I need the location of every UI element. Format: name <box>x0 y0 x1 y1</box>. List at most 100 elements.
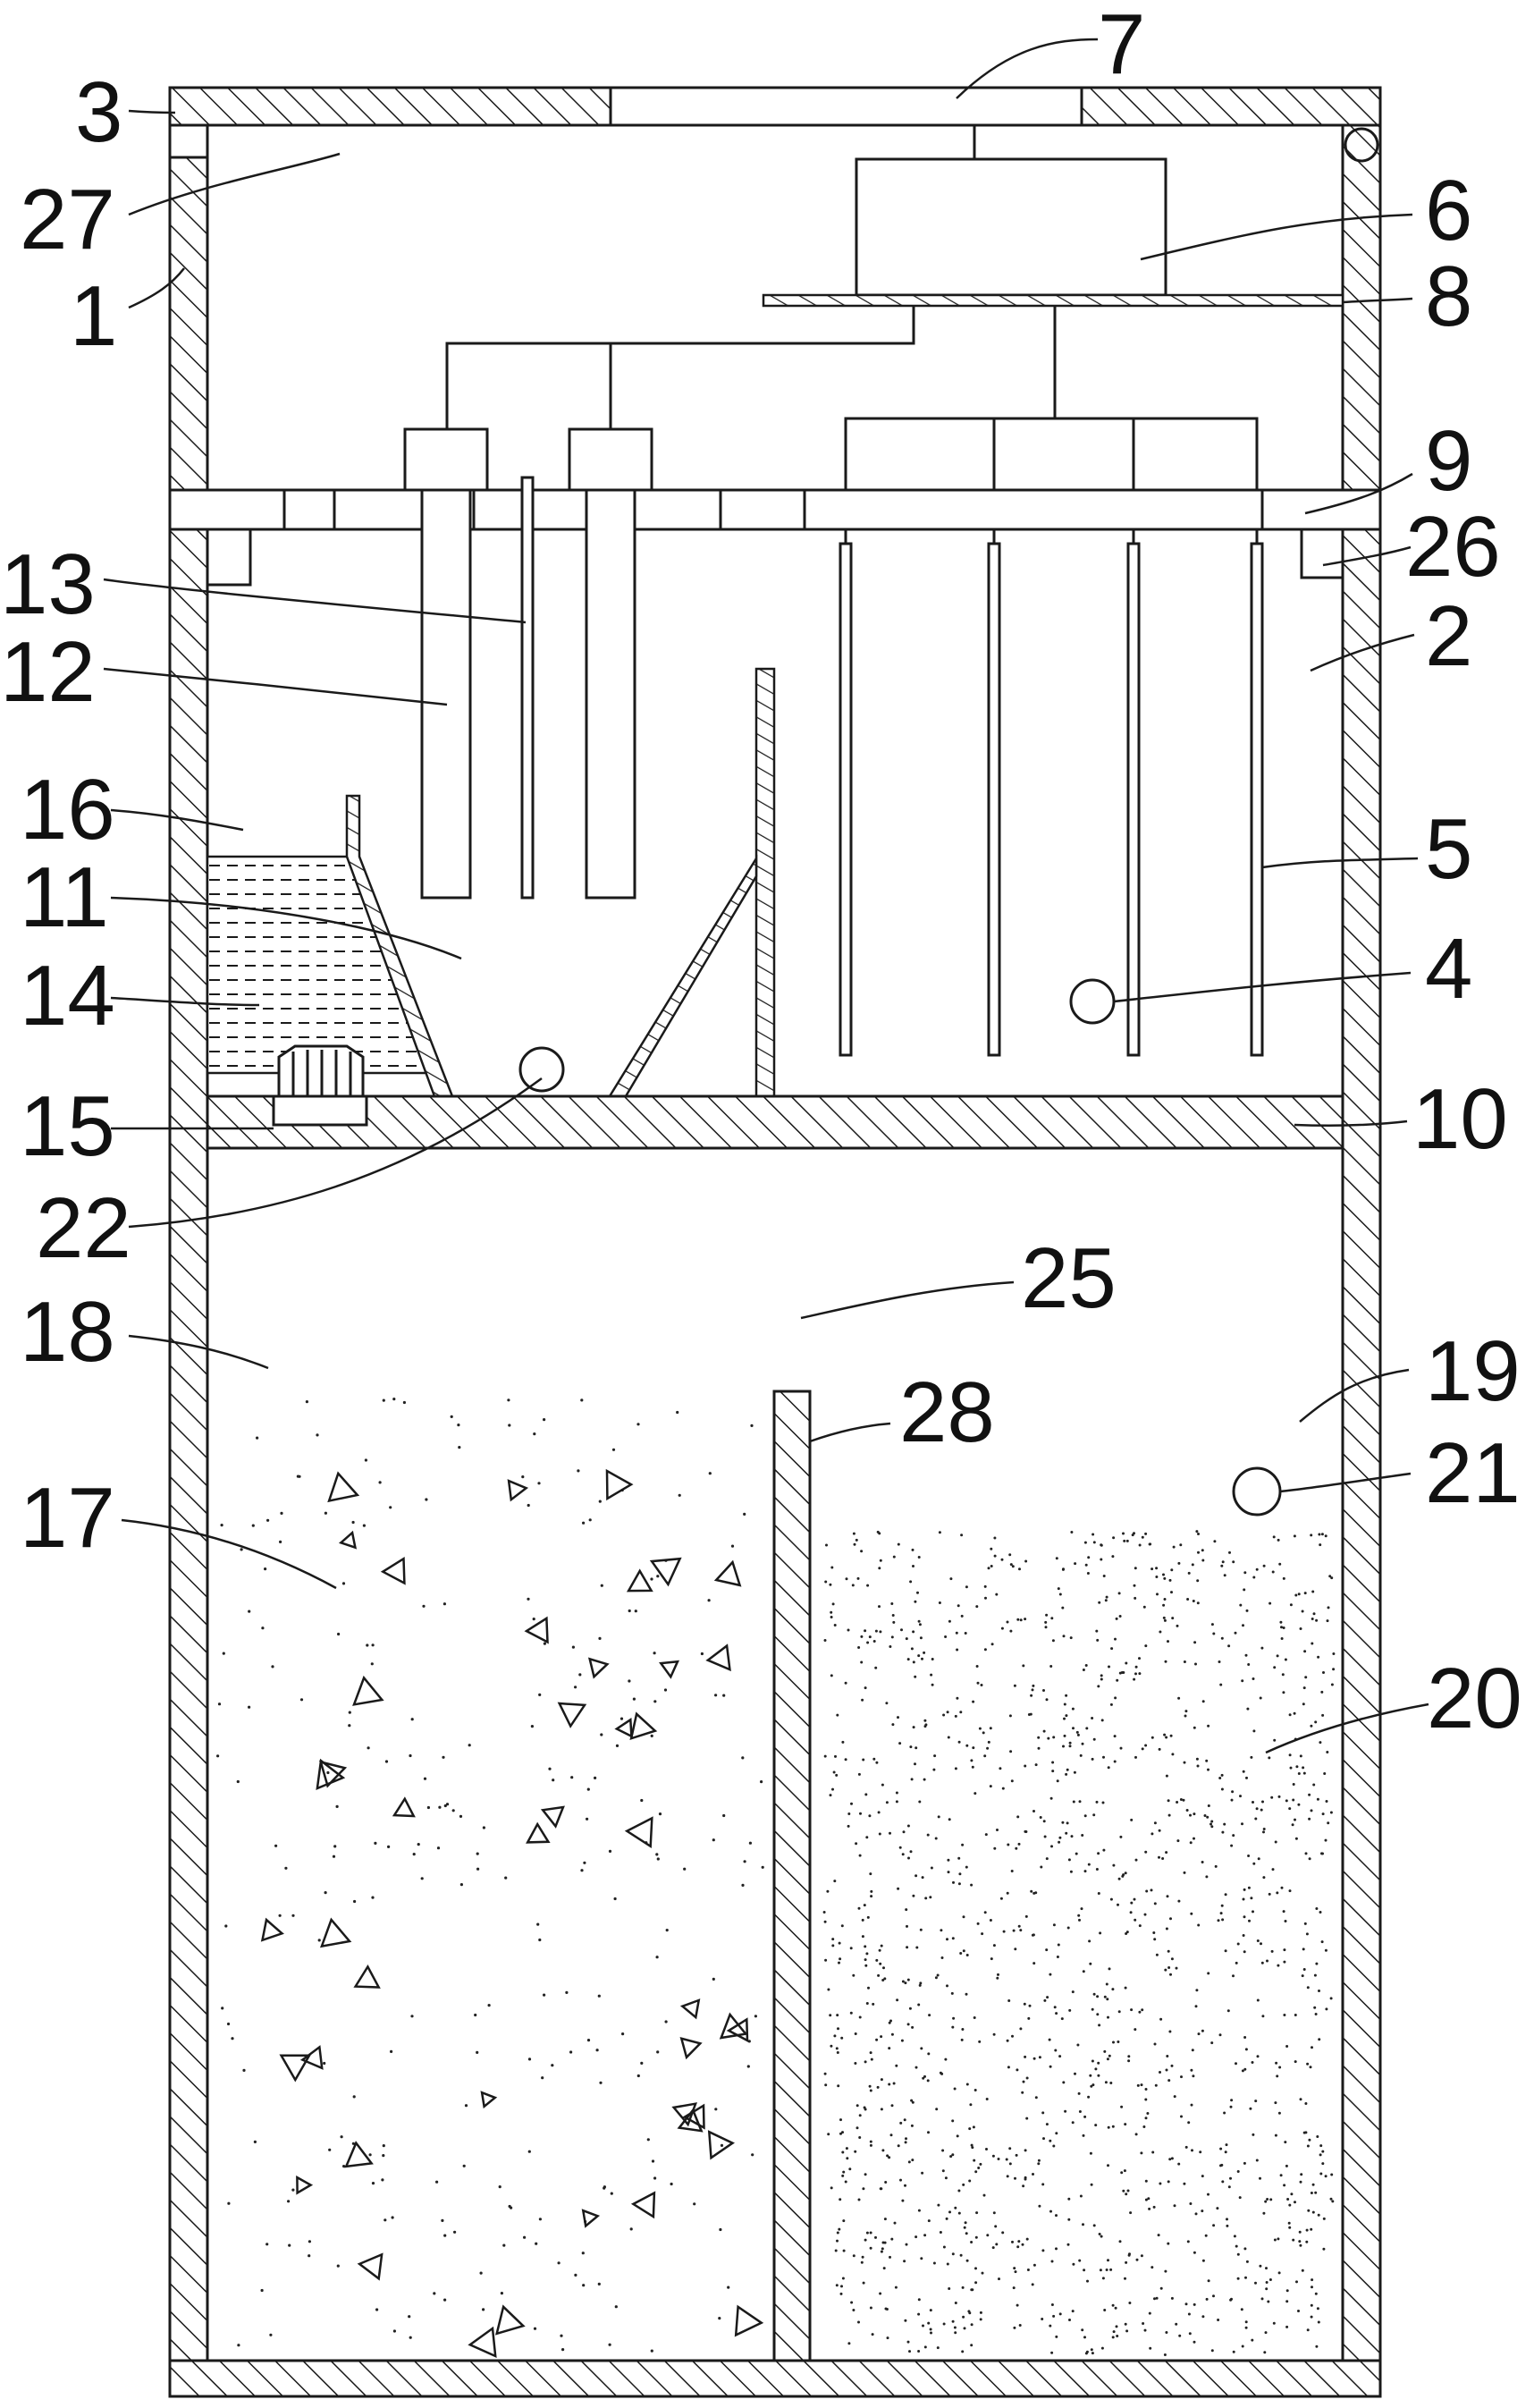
gravel-dot <box>708 1472 712 1475</box>
sand-grain <box>865 2002 869 2005</box>
sand-grain <box>1194 2005 1198 2008</box>
gravel-dot <box>336 2264 340 2268</box>
sand-grain <box>886 2154 889 2158</box>
sand-grain <box>1207 1724 1210 1728</box>
sand-grain <box>1112 1536 1116 1540</box>
sand-grain <box>1125 2329 1129 2333</box>
sand-grain <box>951 1937 955 1940</box>
sand-grain <box>1285 2300 1289 2303</box>
sand-grain <box>944 2176 948 2180</box>
sand-grain <box>1095 1800 1099 1804</box>
sand-grain <box>1041 2111 1045 2115</box>
label-25: 25 <box>1021 1230 1117 1326</box>
sand-grain <box>1247 1855 1251 1857</box>
sand-grain <box>856 2126 859 2130</box>
sand-grain <box>1302 1686 1306 1690</box>
sand-grain <box>1242 1624 1244 1627</box>
sand-grain <box>1118 1671 1122 1675</box>
sand-grain <box>1123 1539 1126 1542</box>
gravel-dot <box>317 1939 321 1942</box>
gravel-dot <box>410 2015 414 2018</box>
sand-grain <box>1291 1823 1294 1827</box>
sand-grain <box>857 1646 861 1649</box>
sand-grain <box>1042 1729 1046 1733</box>
gravel-dot <box>597 2282 601 2285</box>
gravel-stone <box>344 2141 374 2168</box>
sand-grain <box>881 1979 885 1981</box>
sand-grain <box>1166 2055 1169 2057</box>
sand-grain <box>1124 1871 1127 1875</box>
sand-grain <box>952 1880 955 1884</box>
sand-grain <box>1067 2197 1071 2201</box>
sand-grain <box>869 2246 872 2250</box>
sand-grain <box>946 1711 949 1714</box>
gravel-dot <box>390 2049 393 2053</box>
sand-grain <box>1116 2335 1119 2337</box>
gravel-dot <box>574 2273 577 2277</box>
sand-grain <box>1017 1924 1021 1928</box>
gravel-dot <box>748 1841 753 1845</box>
sand-grain <box>1308 2138 1311 2142</box>
sand-grain <box>1089 1962 1092 1965</box>
sand-grain <box>1256 1998 1260 2002</box>
gravel-dot <box>532 1618 535 1621</box>
sand-grain <box>1201 2209 1204 2213</box>
sand-grain <box>1007 2066 1010 2069</box>
sand-grain <box>1065 1831 1068 1835</box>
sand-grain <box>830 1566 834 1569</box>
gravel-stone <box>626 1568 653 1593</box>
sand-grain <box>839 1957 842 1961</box>
gravel-stone <box>319 1917 352 1948</box>
sand-grain <box>1317 1655 1320 1659</box>
sand-grain <box>968 2311 972 2315</box>
sand-grain <box>1273 1666 1277 1669</box>
sand-grain <box>1322 2217 1326 2220</box>
sand-grain <box>937 2203 940 2207</box>
label-4: 4 <box>1425 921 1472 1017</box>
label-26: 26 <box>1405 499 1501 595</box>
sand-grain <box>834 1754 837 1758</box>
sand-grain <box>1268 1601 1272 1605</box>
sand-grain <box>1158 1829 1161 1832</box>
sand-grain <box>1236 2252 1240 2256</box>
gravel-dot <box>718 2317 721 2320</box>
sand-grain <box>1153 1902 1157 1905</box>
sand-grain <box>1170 2064 1174 2067</box>
sand-grain <box>985 2148 988 2150</box>
sand-grain <box>1204 2234 1208 2237</box>
sand-grain <box>1009 1629 1013 1633</box>
sand-grain <box>842 2170 846 2174</box>
sand-grain <box>884 2181 888 2184</box>
sand-grain <box>1082 1970 1085 1973</box>
sand-grain <box>987 1567 990 1570</box>
sand-grain <box>839 2292 843 2295</box>
sand-grain <box>971 1765 974 1769</box>
sand-grain <box>1239 1795 1242 1798</box>
sand-grain <box>1101 1801 1105 1804</box>
sand-grain <box>974 1792 977 1795</box>
sand-grain <box>1148 1542 1151 1546</box>
sand-grain <box>1288 1753 1292 1757</box>
sand-grain <box>883 1977 887 1981</box>
sand-grain <box>1164 1968 1167 1972</box>
sand-grain <box>1051 1639 1055 1643</box>
gravel-dot <box>650 1734 653 1737</box>
sand-grain <box>1159 2017 1163 2021</box>
sand-grain <box>1260 1942 1262 1946</box>
sand-grain <box>1151 2150 1155 2154</box>
sand-grain <box>1321 1812 1325 1816</box>
sand-grain <box>874 1629 878 1633</box>
sand-grain <box>1177 2162 1181 2166</box>
sand-grain <box>903 2260 906 2263</box>
sand-grain <box>1241 2069 1244 2073</box>
sand-grain <box>1194 1662 1197 1666</box>
sand-grain <box>1276 2074 1279 2078</box>
sand-grain <box>1058 2055 1062 2058</box>
sand-grain <box>1065 1714 1068 1718</box>
sand-grain <box>1243 1571 1247 1575</box>
sand-grain <box>1243 1888 1246 1891</box>
gravel-dot <box>348 1724 351 1728</box>
gravel-dot <box>389 1506 392 1509</box>
sand-grain <box>896 1998 899 2002</box>
sand-grain <box>1103 2049 1107 2053</box>
